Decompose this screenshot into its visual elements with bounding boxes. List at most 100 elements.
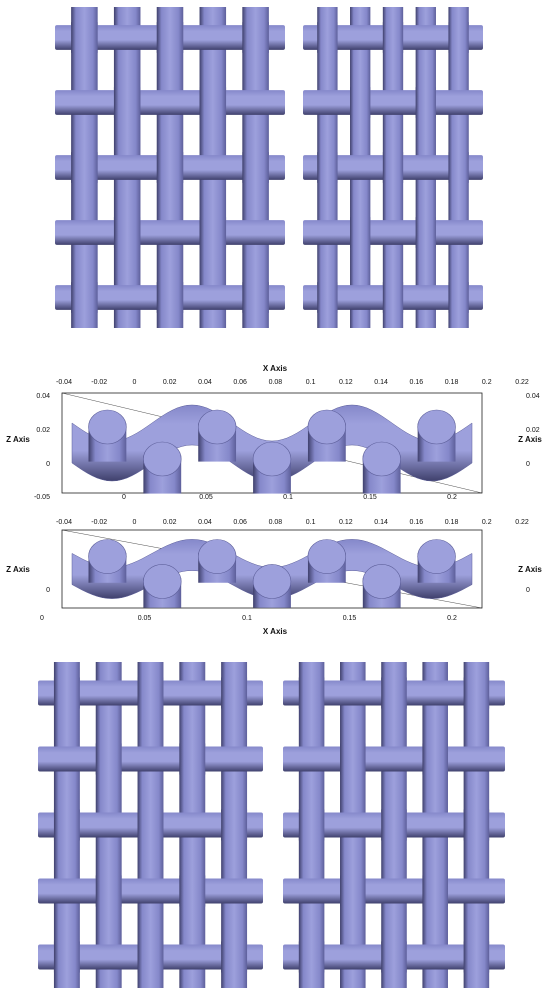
tick-label: 0.2 xyxy=(482,519,492,526)
bounding-box xyxy=(61,529,483,609)
z-axis-title-right: Z Axis xyxy=(518,435,542,444)
warp-over-crossing xyxy=(381,809,407,841)
warp-over-crossing xyxy=(199,217,227,248)
cross-section-body xyxy=(61,392,483,494)
warp-over-crossing xyxy=(382,152,404,183)
tick-label: 0.22 xyxy=(515,379,529,386)
tick-label: 0 xyxy=(526,461,530,468)
tick-label: 0.12 xyxy=(339,379,353,386)
warp-yarn-section xyxy=(252,564,292,608)
warp-over-crossing xyxy=(463,677,490,709)
weft-yarn xyxy=(303,220,483,245)
warp-over-crossing xyxy=(317,22,338,53)
warp-over-crossing xyxy=(156,22,184,53)
warp-crossings xyxy=(298,677,490,973)
warp-over-crossing xyxy=(382,22,404,53)
warp-yarn-section xyxy=(197,539,237,583)
warp-over-crossing xyxy=(179,743,206,775)
tick-label: 0.08 xyxy=(269,519,283,526)
warp-yarn-section xyxy=(307,409,347,462)
warp-yarn-section xyxy=(88,539,127,583)
warp-over-crossing xyxy=(298,809,325,841)
tick-label: -0.05 xyxy=(34,494,50,501)
z-ticks-left: 0.040.020 xyxy=(36,393,50,468)
warp-over-crossing xyxy=(137,941,164,973)
warp-yarn-section xyxy=(88,409,127,462)
tick-label: 0.04 xyxy=(198,379,212,386)
tick-label: 0.22 xyxy=(515,519,529,526)
cross-section-body xyxy=(61,529,483,609)
z-axis-title-left: Z Axis xyxy=(6,565,30,574)
warp-over-crossing xyxy=(381,941,407,973)
warp-over-crossing xyxy=(53,941,80,973)
warp-over-crossing xyxy=(53,677,80,709)
warp-over-crossing xyxy=(350,87,371,118)
warp-over-crossing xyxy=(137,809,164,841)
warp-yarn-section xyxy=(143,441,182,494)
warp-over-crossing xyxy=(448,152,469,183)
tick-label: 0.06 xyxy=(233,519,247,526)
warp-over-crossing xyxy=(242,282,269,313)
tick-label: -0.02 xyxy=(91,519,107,526)
tick-label: 0.18 xyxy=(445,519,459,526)
tick-label: 0.1 xyxy=(306,519,316,526)
warp-over-crossing xyxy=(298,677,325,709)
warp-over-crossing xyxy=(95,875,122,907)
z-ticks-left: 0 xyxy=(46,587,50,594)
tick-label: 0.1 xyxy=(306,379,316,386)
warp-over-crossing xyxy=(448,282,469,313)
tick-label: 0.1 xyxy=(283,494,293,501)
weave-bottom-right xyxy=(283,662,505,988)
x-axis-title-top: X Axis xyxy=(263,364,288,373)
warp-yarn-section xyxy=(362,564,401,608)
warp-yarn-section xyxy=(362,441,401,494)
weft-yarn xyxy=(283,746,505,772)
weave-top-left xyxy=(55,7,285,328)
weft-yarn xyxy=(38,746,263,772)
tick-label: 0.02 xyxy=(163,379,177,386)
warp-over-crossing xyxy=(422,875,448,907)
warp-over-crossing xyxy=(137,677,164,709)
weft-yarns xyxy=(303,25,483,310)
z-axis-title-right: Z Axis xyxy=(518,565,542,574)
warp-crossings xyxy=(53,677,248,973)
warp-over-crossing xyxy=(113,87,141,118)
tick-label: 0 xyxy=(526,587,530,594)
warp-yarn-section xyxy=(143,564,182,608)
tick-label: 0.2 xyxy=(447,494,457,501)
warp-over-crossing xyxy=(71,22,98,53)
warp-over-crossing xyxy=(463,941,490,973)
tick-label: 0 xyxy=(133,519,137,526)
tick-label: 0.05 xyxy=(138,615,152,622)
warp-over-crossing xyxy=(156,152,184,183)
tick-label: 0.16 xyxy=(409,519,423,526)
z-ticks-right: 0.040.020 xyxy=(526,393,540,468)
weft-yarn xyxy=(55,220,285,245)
tick-label: -0.02 xyxy=(91,379,107,386)
tick-label: 0 xyxy=(46,461,50,468)
warp-over-crossing xyxy=(317,282,338,313)
tick-label: 0.14 xyxy=(374,379,388,386)
warp-crossings xyxy=(71,22,269,313)
warp-over-crossing xyxy=(95,743,122,775)
warp-over-crossing xyxy=(448,22,469,53)
weave-bottom-left xyxy=(38,662,263,988)
warp-over-crossing xyxy=(221,677,248,709)
tick-label: 0.15 xyxy=(363,494,377,501)
warp-over-crossing xyxy=(350,217,371,248)
warp-yarn-section xyxy=(307,539,347,583)
warp-over-crossing xyxy=(415,217,436,248)
tick-label: 0 xyxy=(46,587,50,594)
tick-label: 0.14 xyxy=(374,519,388,526)
tick-label: 0.05 xyxy=(199,494,213,501)
tick-label: 0.12 xyxy=(339,519,353,526)
tick-label: 0.08 xyxy=(269,379,283,386)
tick-label: 0.02 xyxy=(526,427,540,434)
warp-over-crossing xyxy=(113,217,141,248)
